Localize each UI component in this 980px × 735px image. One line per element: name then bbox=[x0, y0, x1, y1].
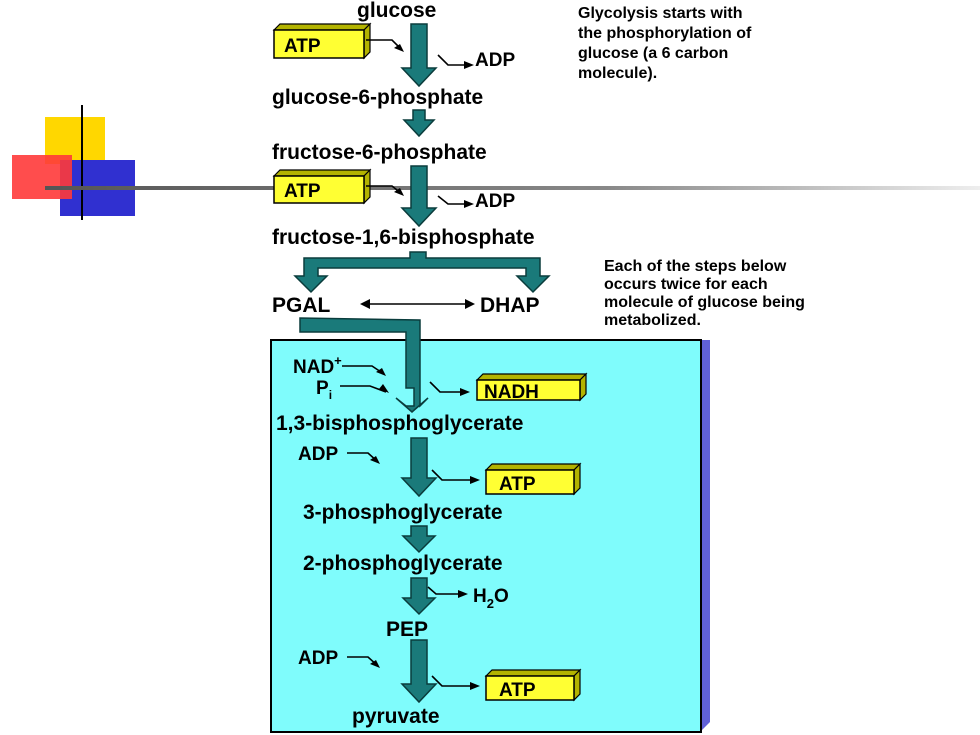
molecule-fructose-6-phosphate: fructose-6-phosphate bbox=[272, 141, 487, 164]
molecule-pep: PEP bbox=[386, 618, 428, 641]
panel-background bbox=[270, 339, 702, 733]
note-steps-twice: Each of the steps below occurs twice for… bbox=[604, 258, 805, 329]
accent-horizontal-line bbox=[45, 186, 980, 190]
small-arrows bbox=[340, 39, 480, 690]
arrow-f6p-to-f16bp bbox=[400, 165, 438, 228]
accent-red-square bbox=[12, 155, 72, 199]
nadh-label: NADH bbox=[484, 382, 539, 403]
atp-output-box-2: ATP bbox=[484, 668, 582, 702]
note-top-line-1: Glycolysis starts with bbox=[578, 5, 743, 22]
atp-input-box-1: ATP bbox=[272, 22, 372, 60]
molecule-3-phosphoglycerate: 3-phosphoglycerate bbox=[303, 501, 503, 524]
adp-input-label-2: ADP bbox=[298, 648, 338, 669]
arrow-3pg-to-2pg bbox=[401, 525, 437, 554]
molecule-pyruvate: pyruvate bbox=[352, 705, 440, 728]
molecule-pgal: PGAL bbox=[272, 294, 331, 317]
panel-shadow bbox=[700, 340, 710, 732]
atp-label-1: ATP bbox=[284, 36, 321, 57]
arrow-g6p-to-f6p bbox=[402, 109, 436, 138]
isomerase-double-arrow bbox=[360, 299, 475, 309]
arrow-pgal-into-panel bbox=[299, 317, 429, 413]
note-middle-line-3: molecule of glucose being bbox=[604, 294, 805, 311]
molecule-dhap: DHAP bbox=[480, 294, 540, 317]
molecule-glucose: glucose bbox=[357, 0, 436, 22]
arrow-glucose-to-g6p bbox=[400, 23, 438, 88]
water-output-label: H2O bbox=[473, 586, 509, 611]
arrow-13bpg-to-3pg bbox=[400, 437, 438, 498]
note-top-line-4: molecule). bbox=[578, 65, 657, 82]
arrow-split-f16bp bbox=[293, 251, 551, 294]
atp-output-label-2: ATP bbox=[499, 680, 536, 701]
note-glycolysis-start: Glycolysis starts with the phosphorylati… bbox=[578, 5, 752, 82]
molecule-fructose-1-6-bisphosphate: fructose-1,6-bisphosphate bbox=[272, 226, 535, 249]
adp-output-label-1: ADP bbox=[475, 50, 515, 71]
atp-input-box-2: ATP bbox=[272, 168, 372, 205]
arrow-2pg-to-pep bbox=[401, 577, 437, 616]
adp-input-label-1: ADP bbox=[298, 444, 338, 465]
atp-label-2: ATP bbox=[284, 181, 321, 202]
atp-output-label-1: ATP bbox=[499, 474, 536, 495]
molecule-2-phosphoglycerate: 2-phosphoglycerate bbox=[303, 552, 503, 575]
molecule-1-3-bisphosphoglycerate: 1,3-bisphosphoglycerate bbox=[276, 412, 523, 435]
note-top-line-3: glucose (a 6 carbon bbox=[578, 45, 728, 62]
adp-output-label-2: ADP bbox=[475, 191, 515, 212]
atp-output-box-1: ATP bbox=[484, 462, 582, 496]
nadh-output-box: NADH bbox=[475, 372, 588, 403]
molecule-glucose-6-phosphate: glucose-6-phosphate bbox=[272, 86, 483, 109]
pi-input-label: Pi bbox=[316, 378, 332, 402]
note-top-line-2: the phosphorylation of bbox=[578, 25, 752, 42]
note-middle-line-1: Each of the steps below bbox=[604, 258, 787, 275]
pathway-arrows bbox=[293, 23, 551, 704]
repeated-steps-panel bbox=[270, 339, 710, 733]
nad-input-label: NAD+ bbox=[293, 353, 342, 378]
note-middle-line-2: occurs twice for each bbox=[604, 276, 768, 293]
arrow-pep-to-pyruvate bbox=[400, 639, 438, 704]
slide-accent-decoration bbox=[12, 105, 980, 220]
note-middle-line-4: metabolized. bbox=[604, 312, 701, 329]
